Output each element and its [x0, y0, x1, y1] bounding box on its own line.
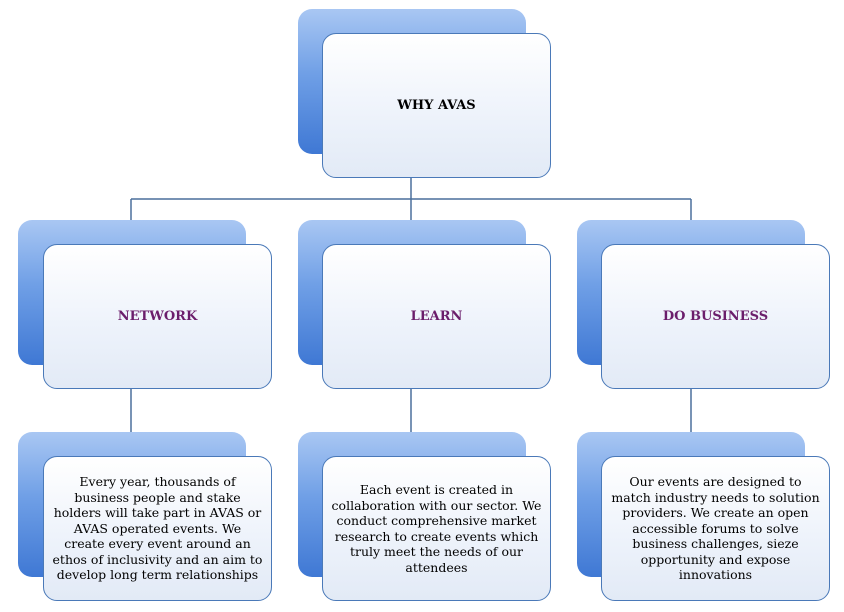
category-label-learn: LEARN: [410, 309, 463, 324]
description-network: Every year, thousands of business people…: [52, 474, 263, 583]
category-node-box: LEARN: [322, 244, 551, 389]
root-title: WHY AVAS: [397, 98, 476, 113]
category-label-network: NETWORK: [117, 309, 198, 324]
category-label-do-business: DO BUSINESS: [662, 309, 769, 324]
description-node-box: Every year, thousands of business people…: [43, 456, 272, 601]
description-do-business: Our events are designed to match industr…: [611, 474, 820, 583]
category-node-box: NETWORK: [43, 244, 272, 389]
root-node-box: WHY AVAS: [322, 33, 551, 178]
description-node-box: Each event is created in collaboration w…: [322, 456, 551, 601]
description-learn: Each event is created in collaboration w…: [331, 482, 542, 575]
description-node-box: Our events are designed to match industr…: [601, 456, 830, 601]
category-node-box: DO BUSINESS: [601, 244, 830, 389]
